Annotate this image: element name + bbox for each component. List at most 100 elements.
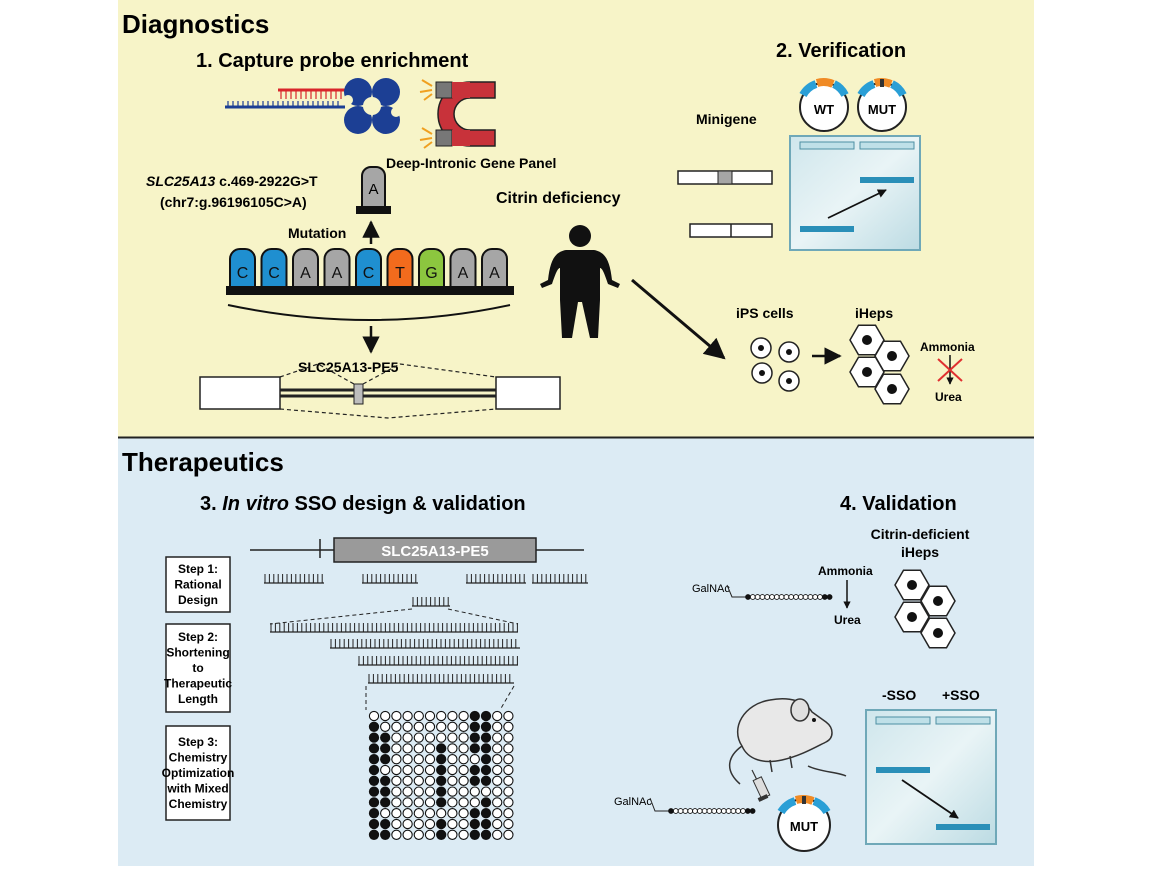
modified-nucleotide [368, 721, 380, 732]
modified-nucleotide [380, 754, 391, 765]
galnac-sso-cells-icon [745, 594, 833, 600]
unmodified-nucleotide [447, 743, 458, 754]
unmodified-nucleotide [413, 732, 424, 743]
unmodified-nucleotide [458, 808, 469, 819]
sso-nucleotide [812, 594, 819, 600]
sso-nucleotide [682, 808, 689, 814]
hepatocyte-nucleus [907, 580, 917, 590]
validation-gel [865, 709, 997, 845]
unmodified-nucleotide [458, 829, 469, 840]
modified-nucleotide [368, 743, 380, 754]
sso-nucleotide [706, 808, 713, 814]
ammonia-label-validation: Ammonia [818, 564, 873, 578]
sso-nucleotide [764, 594, 771, 600]
step-label-line: Rational [174, 578, 221, 592]
step-label-line: Step 3: [178, 735, 218, 749]
sso-nucleotide [773, 594, 780, 600]
unmodified-nucleotide [503, 743, 514, 754]
unmodified-nucleotide [492, 743, 503, 754]
unmodified-nucleotide [391, 721, 402, 732]
unmodified-nucleotide [391, 732, 402, 743]
hepatocyte-nucleus [887, 351, 897, 361]
dna-base-letter: C [237, 265, 249, 282]
sso-nucleotide [788, 594, 795, 600]
design-title: 3. In vitro SSO design & validation [200, 493, 526, 515]
dna-base-A [481, 248, 508, 288]
dna-backbone [226, 286, 514, 295]
unmodified-nucleotide [424, 775, 436, 786]
sso-nucleotide [783, 594, 790, 600]
plus-sso-label: +SSO [942, 687, 980, 703]
modified-nucleotide [480, 743, 492, 754]
modified-nucleotide [469, 721, 480, 732]
unmodified-nucleotide [391, 775, 402, 786]
modified-nucleotide [436, 829, 447, 840]
dna-base-A [323, 248, 351, 288]
unmodified-nucleotide [413, 710, 424, 722]
hepatocyte-nucleus [862, 367, 872, 377]
unmodified-nucleotide [436, 710, 447, 722]
sso-nucleotide [745, 594, 751, 600]
sso-nucleotide [826, 594, 833, 600]
unmodified-nucleotide [480, 786, 492, 797]
unmodified-nucleotide [424, 818, 436, 830]
unmodified-nucleotide [447, 786, 458, 797]
sso-nucleotide [817, 594, 823, 600]
sso-nucleotide [730, 808, 737, 814]
unmodified-nucleotide [424, 743, 436, 754]
unmodified-nucleotide [424, 721, 436, 732]
splicing-schematic [199, 363, 561, 419]
dna-base-letter: A [300, 265, 311, 282]
unmodified-nucleotide [402, 764, 413, 776]
step-label-line: Step 2: [178, 630, 218, 644]
sso-nucleotide [716, 808, 722, 814]
unmodified-nucleotide [413, 764, 424, 776]
dna-base-letter: C [268, 265, 280, 282]
modified-nucleotide [380, 818, 391, 830]
dna-base-C [260, 248, 288, 288]
unmodified-nucleotide [391, 764, 402, 776]
mutation-label: Mutation [288, 225, 346, 241]
galnac-linker-mouse [649, 797, 669, 812]
mut-label-mouse: MUT [790, 819, 818, 834]
modified-nucleotide [480, 732, 492, 743]
mutation-gene: SLC25A13 [146, 173, 215, 189]
unmodified-nucleotide [503, 797, 514, 808]
unmodified-nucleotide [503, 732, 514, 743]
unmodified-nucleotide [380, 721, 391, 732]
step-label-line: Design [178, 593, 218, 607]
step-label-line: to [192, 661, 203, 675]
citrin-deficient-iheps-icon [894, 569, 956, 649]
modified-nucleotide [469, 732, 480, 743]
dna-base-T [386, 248, 414, 288]
step-label-line: Chemistry [169, 751, 228, 765]
sso-oligo-walk [264, 574, 588, 684]
modified-nucleotide [368, 754, 380, 765]
sso-nucleotide [687, 808, 694, 814]
unmodified-nucleotide [436, 732, 447, 743]
zoom-dashes [269, 608, 519, 711]
sso-nucleotide [744, 808, 751, 814]
unmodified-nucleotide [424, 732, 436, 743]
ammonia-label-diagnostics: Ammonia [920, 340, 975, 354]
magnet-icon [419, 79, 496, 149]
minus-sso-label: -SSO [882, 687, 916, 703]
hepatocyte-nucleus [933, 596, 943, 606]
sequence-bracket [227, 304, 511, 321]
sso-nucleotide [720, 808, 727, 814]
unmodified-nucleotide [447, 797, 458, 808]
modified-nucleotide [469, 775, 480, 786]
ips-nucleus [786, 349, 792, 355]
modified-nucleotide [368, 764, 380, 776]
step-label-line: with Mixed [166, 782, 228, 796]
dna-base-letter: A [458, 265, 469, 282]
alt-base-icon: A [356, 166, 391, 214]
design-title-italic: In vitro [222, 493, 289, 515]
unmodified-nucleotide [413, 808, 424, 819]
galnac-sso-mouse-icon [668, 808, 756, 814]
unmodified-nucleotide [424, 764, 436, 776]
unmodified-nucleotide [447, 808, 458, 819]
unmodified-nucleotide [492, 775, 503, 786]
unmodified-nucleotide [380, 710, 391, 722]
modified-nucleotide [480, 775, 492, 786]
